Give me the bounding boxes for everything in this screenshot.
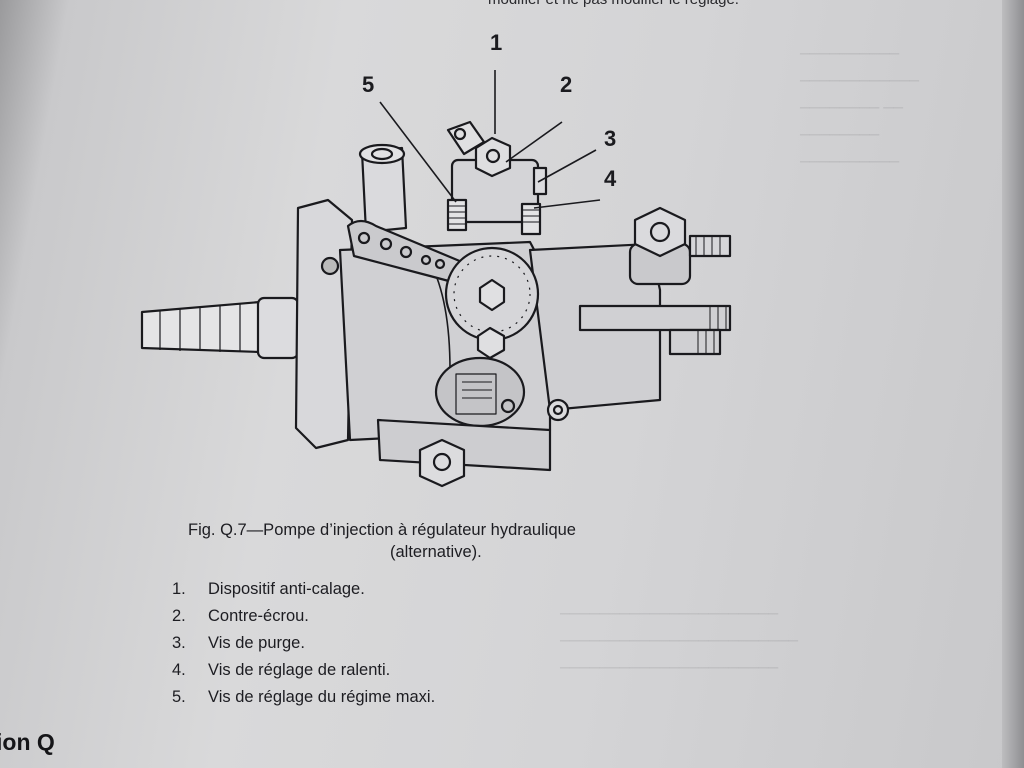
legend-item: 4. Vis de réglage de ralenti. bbox=[172, 657, 435, 684]
legend-item: 1. Dispositif anti-calage. bbox=[172, 576, 435, 603]
legend-number: 3. bbox=[172, 634, 186, 652]
legend-text: Vis de réglage de ralenti. bbox=[208, 661, 391, 679]
callout-4: 4 bbox=[604, 166, 617, 191]
legend-text: Vis de purge. bbox=[208, 634, 305, 652]
legend-text: Contre-écrou. bbox=[208, 607, 309, 625]
callout-2: 2 bbox=[560, 72, 573, 97]
legend-number: 1. bbox=[172, 580, 186, 598]
legend-text: Dispositif anti-calage. bbox=[208, 580, 365, 598]
callout-1: 1 bbox=[490, 30, 503, 55]
bleed-through-text-lower: ────────────────────── ─────────────────… bbox=[560, 605, 799, 675]
top-text-line: modifier et ne pas modifier le réglage. bbox=[488, 0, 739, 8]
injection-pump-drawing bbox=[140, 70, 732, 488]
figure-caption-continued: (alternative). bbox=[390, 543, 482, 561]
legend-number: 4. bbox=[172, 661, 186, 679]
callout-5: 5 bbox=[362, 72, 375, 97]
figure-caption: Fig. Q.7—Pompe d’injection à régulateur … bbox=[188, 521, 576, 539]
legend-number: 2. bbox=[172, 607, 186, 625]
bleed-through-text: ────────── ──────────── ──────── ── ────… bbox=[800, 45, 920, 169]
legend-item: 3. Vis de purge. bbox=[172, 630, 435, 657]
legend-number: 5. bbox=[172, 688, 186, 706]
section-footer: ion Q bbox=[0, 729, 55, 755]
figure-legend: 1. Dispositif anti-calage. 2. Contre-écrou… bbox=[172, 576, 435, 711]
legend-text: Vis de réglage du régime maxi. bbox=[208, 688, 436, 706]
injection-pump-figure: 1 2 3 4 5 bbox=[130, 30, 770, 510]
book-spine bbox=[1002, 0, 1024, 768]
legend-item: 5. Vis de réglage du régime maxi. bbox=[172, 684, 435, 711]
legend-item: 2. Contre-écrou. bbox=[172, 603, 435, 630]
callout-3: 3 bbox=[604, 126, 617, 151]
